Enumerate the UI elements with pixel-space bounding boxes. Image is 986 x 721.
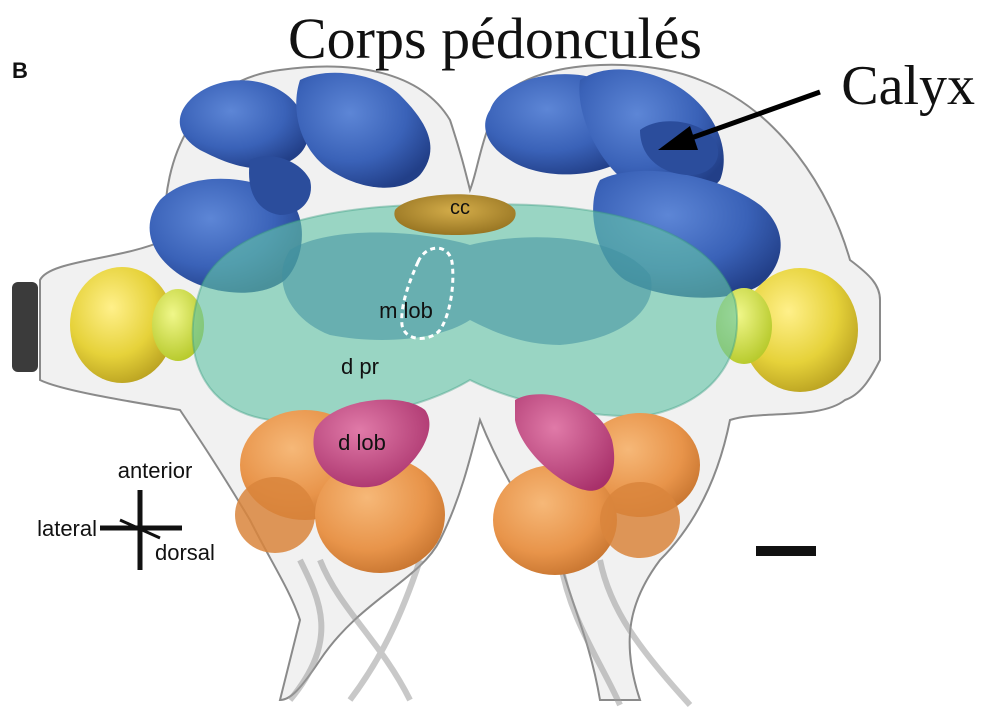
label-cc: cc [450,197,470,219]
compass-anterior: anterior [118,458,193,483]
label-d-pr: d pr [341,354,379,379]
neck-stub [12,282,38,372]
compass-dorsal: dorsal [155,540,215,565]
figure-title: Corps pédonculés [288,6,702,71]
panel-letter: B [12,58,28,83]
label-m-lob: m lob [379,298,433,323]
calyx-callout-label: Calyx [841,55,975,117]
orientation-compass: anterior lateral dorsal [37,458,215,570]
scale-bar [756,546,816,556]
compass-lateral: lateral [37,516,97,541]
label-d-lob: d lob [338,430,386,455]
